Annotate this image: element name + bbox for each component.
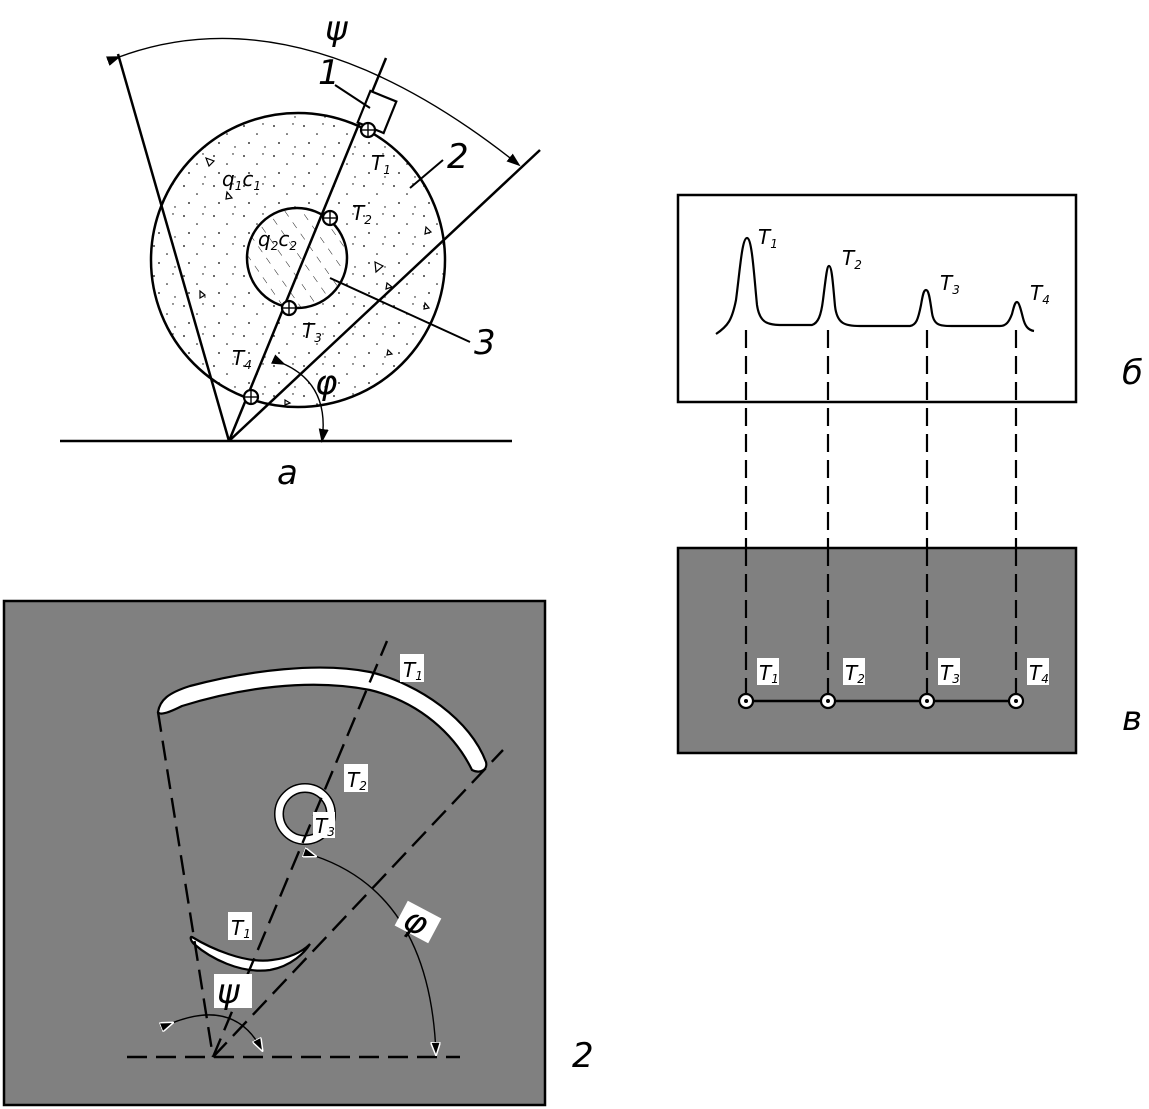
caption-v: в [1122, 699, 1142, 739]
panel-b: T1 T2 T3 T4 б [676, 193, 1143, 702]
image-t2-ring-label: T2 [347, 768, 367, 793]
callout-1-label: 1 [318, 53, 340, 93]
caption-a: а [277, 453, 298, 493]
angle-psi-label: ψ [325, 9, 348, 49]
caption-g: 2 [572, 1036, 594, 1076]
image-t3-ring-label: T3 [315, 814, 335, 839]
callout-3-label: 3 [474, 323, 496, 363]
point-t1-label: T1 [371, 151, 391, 177]
peak-t1-label: T1 [758, 225, 778, 251]
image-t4-label: T4 [1029, 661, 1049, 686]
psi-arc [106, 37, 521, 167]
projection-lines [744, 330, 1018, 702]
outer-medium-label: q1c1 [222, 167, 261, 193]
panel-g: T1 T2 T3 T1 ψ φ 2 [2, 599, 594, 1107]
callout-2-leader [409, 159, 444, 189]
panel-v: T1 T2 T3 T4 в [676, 546, 1142, 755]
peak-t3-label: T3 [940, 271, 960, 297]
image-t1-label: T1 [759, 661, 779, 686]
image-t2-label: T2 [845, 661, 865, 686]
inner-medium-label: q2c2 [258, 227, 297, 253]
peak-t4-label: T4 [1030, 281, 1050, 307]
point-t2-label: T2 [352, 201, 372, 227]
image-t3-label: T3 [940, 661, 960, 686]
inner-inclusion-hatch [248, 209, 346, 307]
signal-trace [715, 236, 1035, 335]
point-t3-label: T3 [302, 319, 322, 345]
callout-3-leader [329, 277, 471, 343]
peak-t2-label: T2 [842, 246, 862, 272]
image-lower-t1-label: T1 [231, 916, 251, 941]
image-row-frame [676, 546, 1078, 755]
callout-2-label: 2 [447, 137, 469, 177]
psi-arc-g [172, 1014, 262, 1050]
angle-phi-label: φ [315, 363, 338, 403]
point-markers [242, 121, 377, 406]
panel-a: ψ φ 1 2 3 а q1c1 q2c2 T1 T2 T3 T4 [60, 9, 541, 493]
image-outer-t1-label: T1 [403, 658, 423, 683]
angle-psi-label-g: ψ [217, 972, 240, 1012]
callout-1-leader [334, 84, 371, 109]
caption-b: б [1122, 353, 1143, 393]
phi-arc [271, 354, 329, 443]
signal-frame [676, 193, 1078, 404]
point-t4-label: T4 [232, 346, 252, 372]
